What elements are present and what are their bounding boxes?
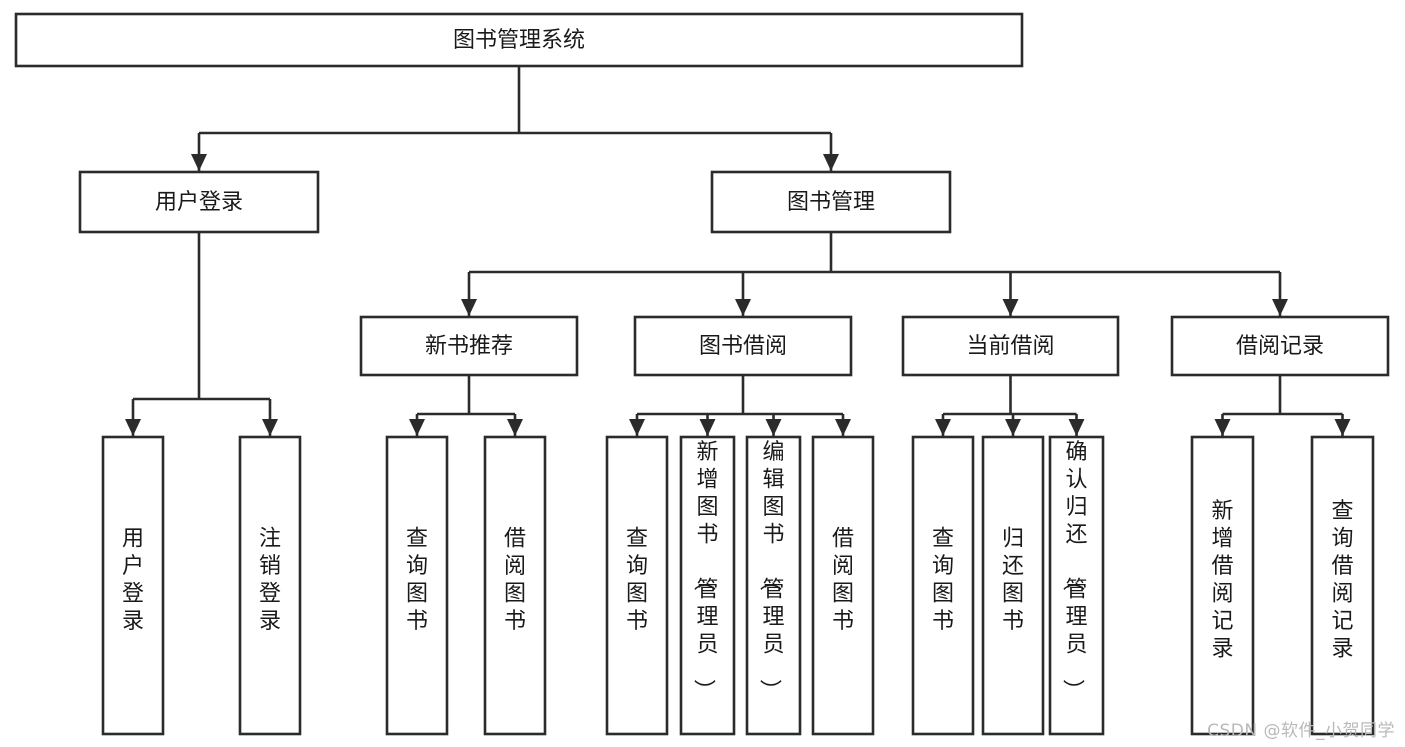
arrow-head-icon [507, 419, 523, 436]
arrow-head-icon [191, 154, 207, 171]
node-leaf-query-book-current[interactable]: 查询图书 [911, 435, 975, 736]
node-leaf-logout-box[interactable] [238, 435, 302, 736]
arrow-head-icon [629, 419, 645, 436]
node-leaf-edit-book-admin[interactable]: 编辑图书（管理员） [745, 435, 802, 736]
node-new-book-recommend-box[interactable] [359, 315, 579, 377]
arrow-head-icon [461, 299, 477, 316]
node-root-root-box[interactable] [14, 12, 1024, 68]
node-leaf-add-book-admin-box[interactable] [679, 435, 736, 736]
node-leaf-query-borrow-record[interactable]: 查询借阅记录 [1310, 435, 1375, 736]
node-book-borrow[interactable]: 图书借阅 [633, 315, 853, 377]
node-book-management-box[interactable] [710, 170, 952, 234]
node-leaf-query-borrow-record-box[interactable] [1310, 435, 1375, 736]
node-leaf-user-login-box[interactable] [101, 435, 165, 736]
node-book-borrow-box[interactable] [633, 315, 853, 377]
node-borrow-record-box[interactable] [1170, 315, 1390, 377]
node-leaf-query-book-rec[interactable]: 查询图书 [385, 435, 449, 736]
node-user-login-box[interactable] [78, 170, 320, 234]
node-leaf-confirm-return-admin[interactable]: 确认归还（管理员） [1048, 435, 1105, 736]
arrow-head-icon [262, 419, 278, 436]
node-book-management[interactable]: 图书管理 [710, 170, 952, 234]
node-leaf-query-book-current-label: 查询图书 [932, 526, 954, 634]
arrow-head-icon [1334, 419, 1351, 436]
node-borrow-record-label: 借阅记录 [1236, 334, 1324, 359]
node-new-book-recommend[interactable]: 新书推荐 [359, 315, 579, 377]
node-leaf-add-borrow-record[interactable]: 新增借阅记录 [1190, 435, 1255, 736]
node-leaf-borrow-book[interactable]: 借阅图书 [811, 435, 875, 736]
arrow-head-icon [699, 419, 716, 436]
arrow-head-icon [835, 419, 851, 436]
arrow-head-icon [125, 419, 141, 436]
node-leaf-user-login-label: 用户登录 [122, 526, 144, 634]
arrow-head-icon [735, 299, 751, 316]
node-leaf-return-book-label: 归还图书 [1002, 526, 1024, 634]
node-user-login[interactable]: 用户登录 [78, 170, 320, 234]
node-leaf-edit-book-admin-label: 编辑图书（管理员） [756, 440, 784, 701]
node-leaf-edit-book-admin-box[interactable] [745, 435, 802, 736]
node-leaf-logout[interactable]: 注销登录 [238, 435, 302, 736]
arrow-head-icon [1272, 299, 1288, 316]
node-leaf-query-borrow-record-label: 查询借阅记录 [1331, 499, 1353, 662]
node-leaf-query-book-borrow-box[interactable] [605, 435, 669, 736]
csdn-watermark: CSDN @软件_小贺同学 [1207, 721, 1395, 741]
node-leaf-query-book-rec-box[interactable] [385, 435, 449, 736]
arrow-head-icon [935, 419, 951, 436]
arrow-head-icon [1214, 419, 1231, 436]
node-leaf-return-book[interactable]: 归还图书 [981, 435, 1045, 736]
arrow-head-icon [1068, 419, 1085, 436]
node-current-borrow-label: 当前借阅 [966, 334, 1054, 359]
node-user-login-label: 用户登录 [155, 190, 243, 215]
node-leaf-add-borrow-record-label: 新增借阅记录 [1211, 499, 1233, 662]
node-leaf-query-book-current-box[interactable] [911, 435, 975, 736]
node-root-root-label: 图书管理系统 [453, 28, 585, 53]
node-leaf-query-book-rec-label: 查询图书 [406, 526, 428, 634]
node-leaf-user-login[interactable]: 用户登录 [101, 435, 165, 736]
node-book-borrow-label: 图书借阅 [699, 334, 787, 359]
node-current-borrow-box[interactable] [901, 315, 1120, 377]
node-leaf-borrow-book-label: 借阅图书 [832, 526, 854, 634]
arrow-head-icon [823, 154, 839, 171]
connectors-layer [125, 66, 1351, 436]
node-leaf-return-book-box[interactable] [981, 435, 1045, 736]
node-leaf-add-borrow-record-box[interactable] [1190, 435, 1255, 736]
node-leaf-borrow-book-rec-box[interactable] [483, 435, 547, 736]
node-leaf-add-book-admin[interactable]: 新增图书（管理员） [679, 435, 736, 736]
node-new-book-recommend-label: 新书推荐 [425, 334, 513, 359]
node-book-management-label: 图书管理 [787, 190, 875, 215]
arrow-head-icon [409, 419, 425, 436]
node-root-root[interactable]: 图书管理系统 [14, 12, 1024, 68]
node-leaf-add-book-admin-label: 新增图书（管理员） [690, 440, 718, 701]
node-leaf-query-book-borrow-label: 查询图书 [626, 526, 648, 634]
node-leaf-logout-label: 注销登录 [259, 526, 281, 634]
node-current-borrow[interactable]: 当前借阅 [901, 315, 1120, 377]
node-borrow-record[interactable]: 借阅记录 [1170, 315, 1390, 377]
node-leaf-borrow-book-rec-label: 借阅图书 [504, 526, 526, 634]
nodes-layer: 图书管理系统用户登录图书管理新书推荐图书借阅当前借阅借阅记录用户登录注销登录查询… [14, 12, 1390, 736]
arrow-head-icon [765, 419, 782, 436]
node-leaf-borrow-book-rec[interactable]: 借阅图书 [483, 435, 547, 736]
node-leaf-confirm-return-admin-box[interactable] [1048, 435, 1105, 736]
node-leaf-confirm-return-admin-label: 确认归还（管理员） [1059, 440, 1087, 701]
node-leaf-query-book-borrow[interactable]: 查询图书 [605, 435, 669, 736]
arrow-head-icon [1005, 419, 1021, 436]
node-leaf-borrow-book-box[interactable] [811, 435, 875, 736]
arrow-head-icon [1002, 299, 1019, 316]
